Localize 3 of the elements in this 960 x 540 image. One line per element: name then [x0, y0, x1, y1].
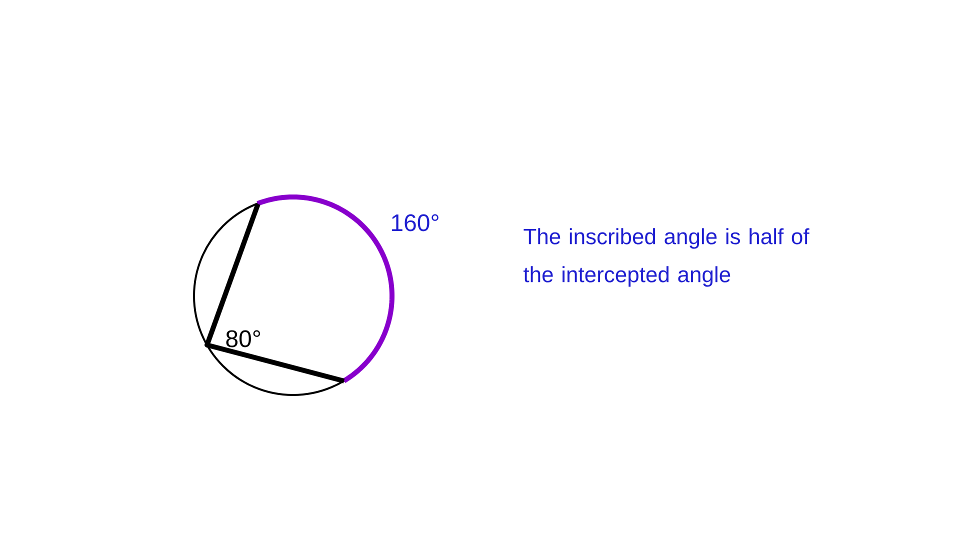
note-text: The inscribed angle is half of the intercepted angle [524, 228, 810, 287]
angle-label: 160° [392, 214, 438, 232]
angle-label: 80° [226, 330, 260, 348]
